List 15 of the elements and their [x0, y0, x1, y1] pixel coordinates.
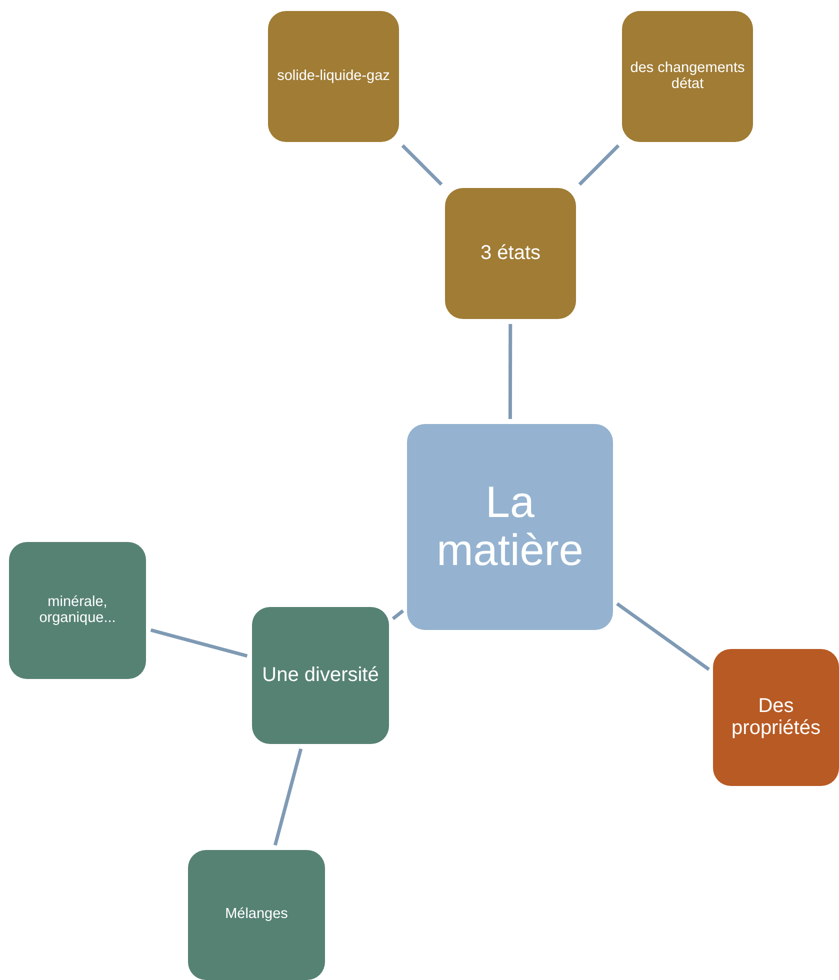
subtopic-box: minérale, organique...	[9, 542, 146, 679]
topic-box: 3 états	[445, 188, 576, 319]
subtopic-box: solide-liquide-gaz	[268, 11, 399, 142]
subtopic-box: Mélanges	[188, 850, 325, 980]
connector-line	[578, 144, 620, 186]
topic-box: Des propriétés	[713, 649, 839, 786]
subtopic-box: des changements détat	[622, 11, 753, 142]
connector-line	[401, 144, 443, 186]
connector-line	[150, 628, 248, 658]
connector-line	[392, 609, 404, 620]
connector-line	[616, 602, 710, 671]
connector-line	[508, 324, 512, 419]
connector-line	[273, 748, 303, 846]
central-topic-box: La matière	[407, 424, 613, 630]
topic-box: Une diversité	[252, 607, 389, 744]
